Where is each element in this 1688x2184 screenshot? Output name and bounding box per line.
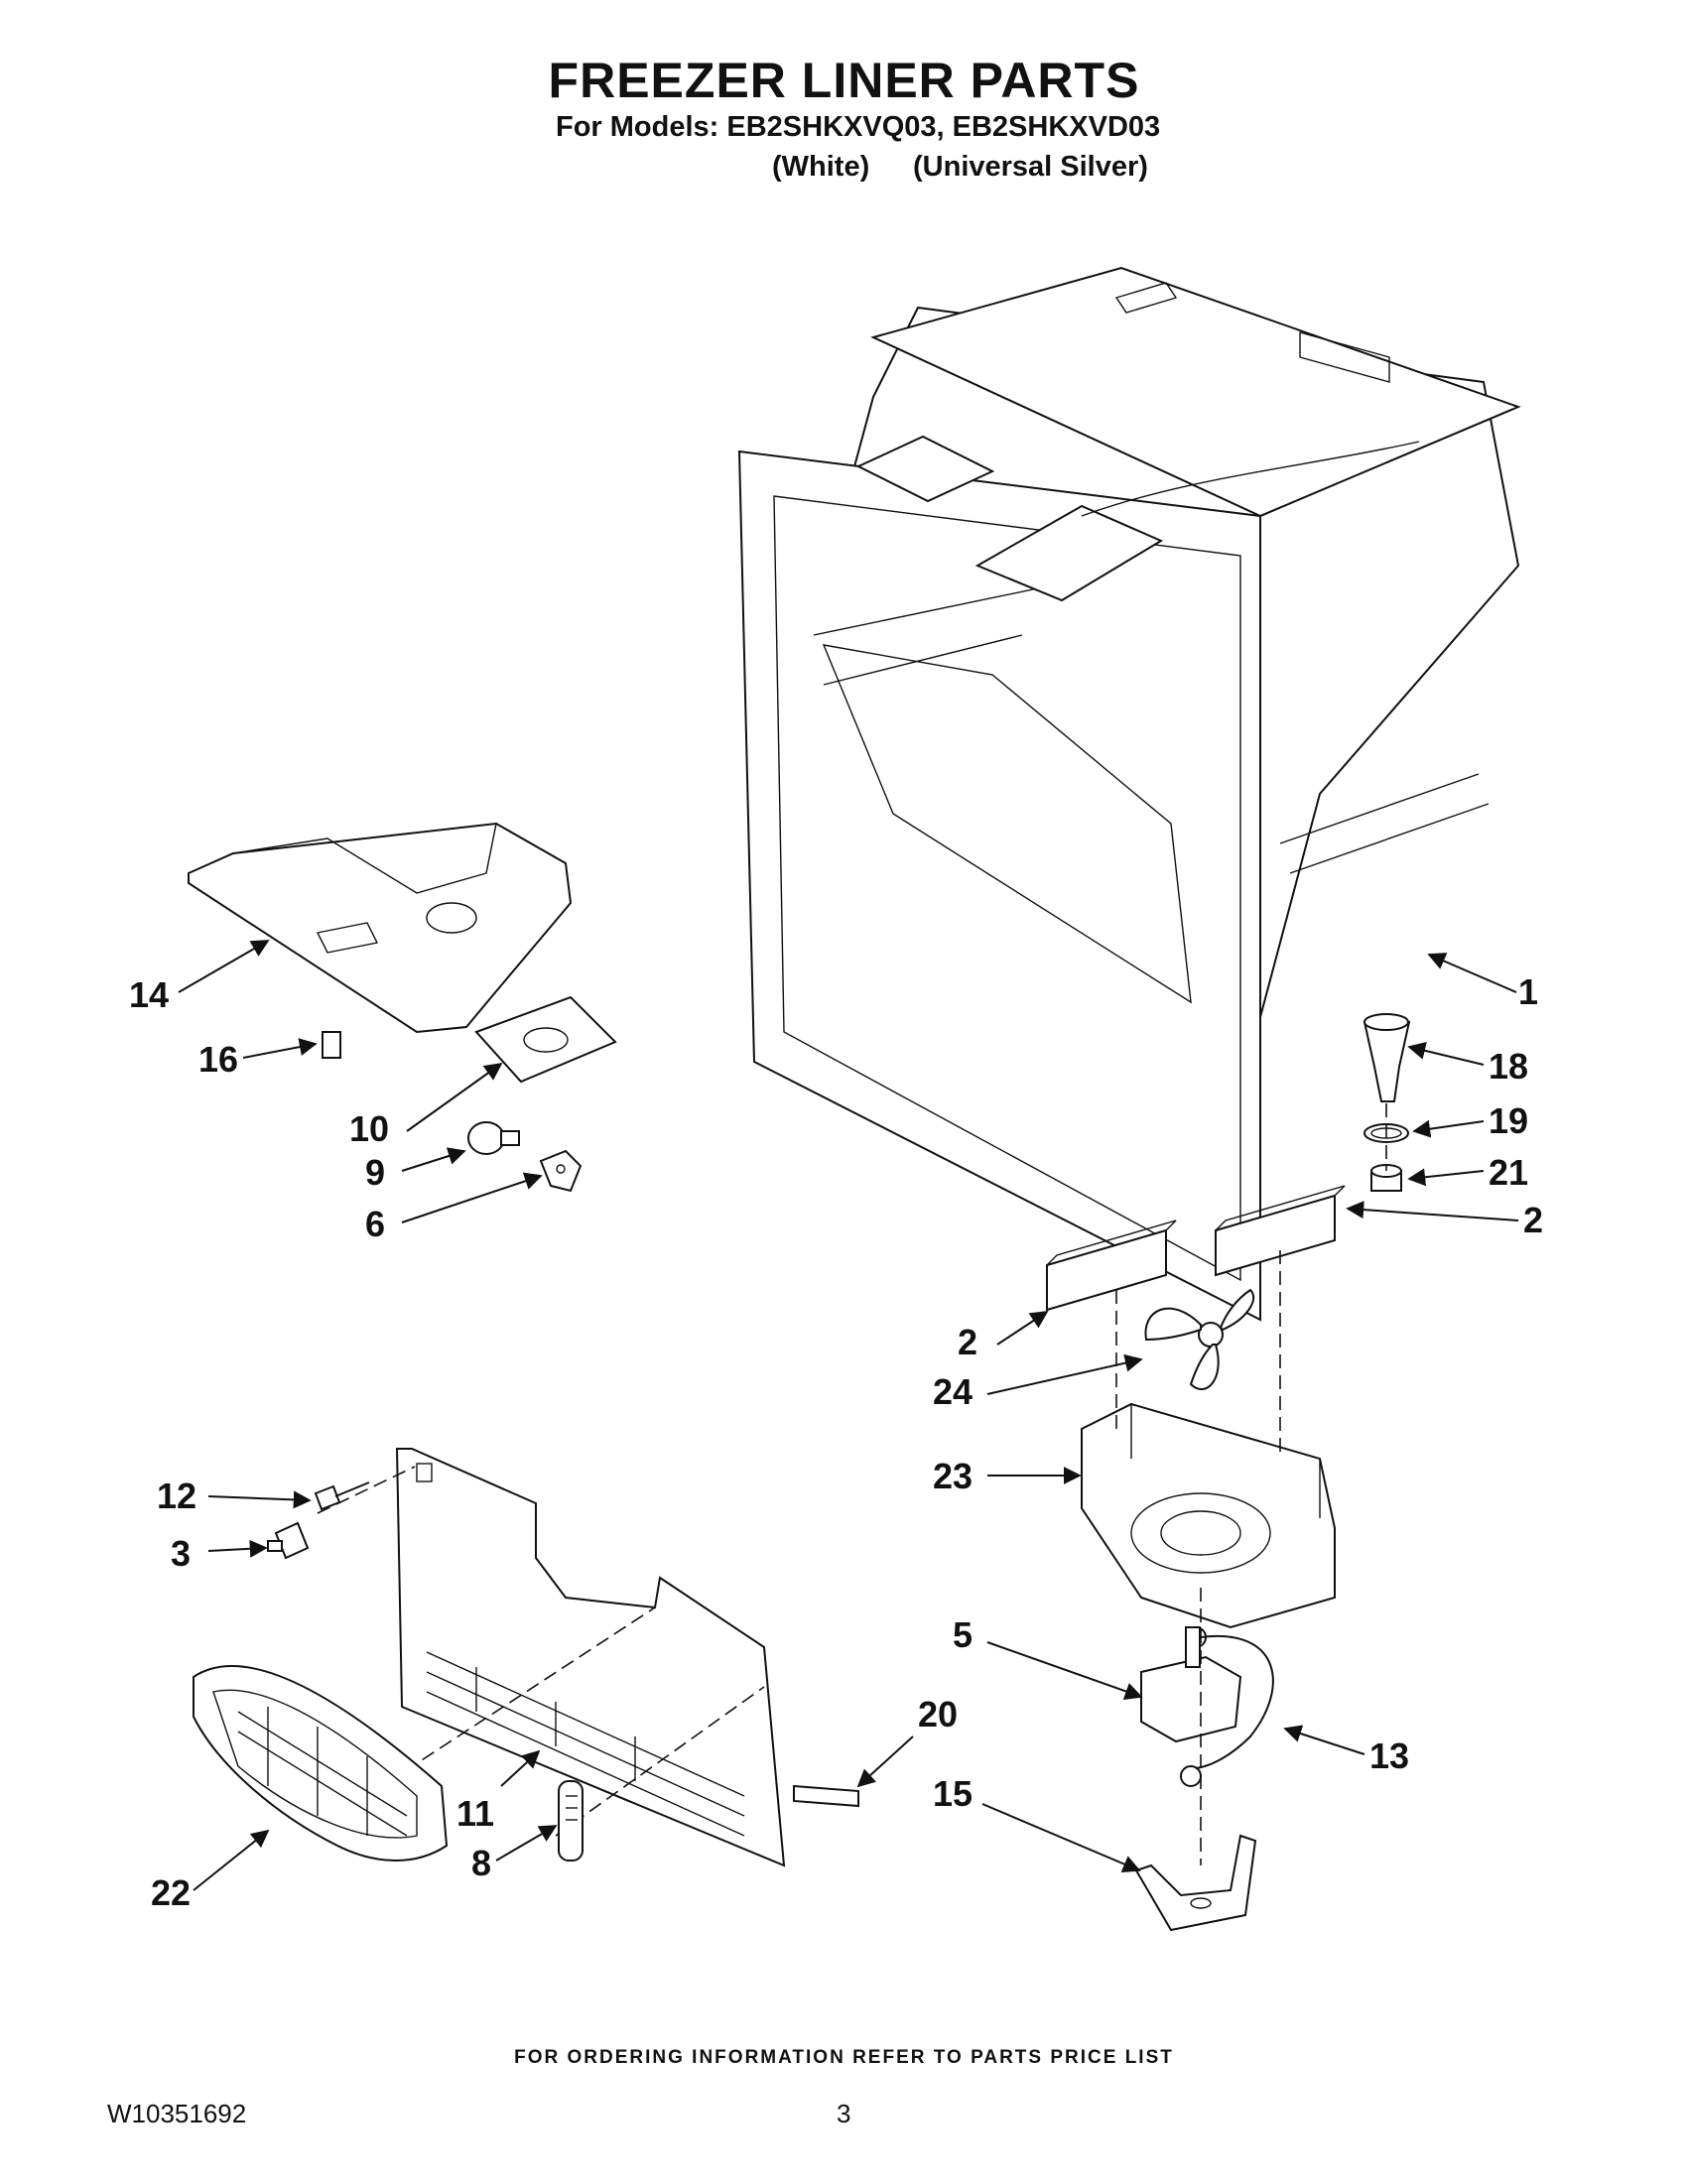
callout-11: 11 (456, 1793, 494, 1834)
page-title: FREEZER LINER PARTS (548, 53, 1140, 108)
document-number: W10351692 (107, 2099, 247, 2128)
callout-3: 3 (171, 1533, 191, 1574)
callout-2-left: 2 (958, 1322, 977, 1362)
callout-12: 12 (157, 1476, 196, 1516)
callout-2-right: 2 (1523, 1200, 1543, 1240)
page-number: 3 (837, 2099, 851, 2128)
callout-16: 16 (198, 1039, 238, 1080)
freezer-liner (737, 266, 1521, 1322)
insulation-blocks (1046, 1185, 1346, 1312)
callout-9: 9 (365, 1152, 385, 1193)
callout-23: 23 (933, 1456, 973, 1496)
clip (558, 1780, 584, 1862)
ordering-note: FOR ORDERING INFORMATION REFER TO PARTS … (514, 2047, 1174, 2068)
callout-5: 5 (953, 1614, 973, 1655)
switch (322, 1031, 341, 1059)
callout-22: 22 (151, 1872, 191, 1913)
callout-15: 15 (933, 1773, 973, 1814)
callout-8: 8 (471, 1843, 491, 1883)
variant-silver: (Universal Silver) (913, 151, 1148, 183)
callout-1: 1 (1518, 971, 1538, 1012)
motor-bracket (1134, 1834, 1257, 1932)
fan-housing (1081, 1402, 1336, 1629)
callout-10: 10 (349, 1108, 389, 1149)
light-bulb (467, 1121, 520, 1155)
drain-fittings (1363, 1013, 1411, 1192)
callout-24: 24 (933, 1371, 973, 1412)
light-socket (539, 1149, 583, 1193)
callout-18: 18 (1489, 1046, 1528, 1087)
vent-grille (193, 1665, 449, 1862)
screw (314, 1481, 370, 1511)
model-numbers: For Models: EB2SHKXVQ03, EB2SHKXVD03 (556, 111, 1161, 143)
callout-13: 13 (1369, 1735, 1409, 1776)
strip (793, 1784, 859, 1808)
callout-6: 6 (365, 1204, 385, 1244)
evaporator-cover (317, 1448, 786, 1867)
callout-19: 19 (1489, 1100, 1528, 1141)
callout-20: 20 (918, 1694, 958, 1734)
callout-21: 21 (1489, 1152, 1528, 1193)
air-tower (188, 822, 573, 1034)
variant-white: (White) (772, 151, 870, 183)
thermistor-mount (267, 1521, 310, 1560)
fan-motor (1140, 1626, 1274, 1787)
callout-14: 14 (129, 974, 169, 1015)
foam-gasket (474, 995, 617, 1084)
fan-blade (1144, 1288, 1255, 1390)
